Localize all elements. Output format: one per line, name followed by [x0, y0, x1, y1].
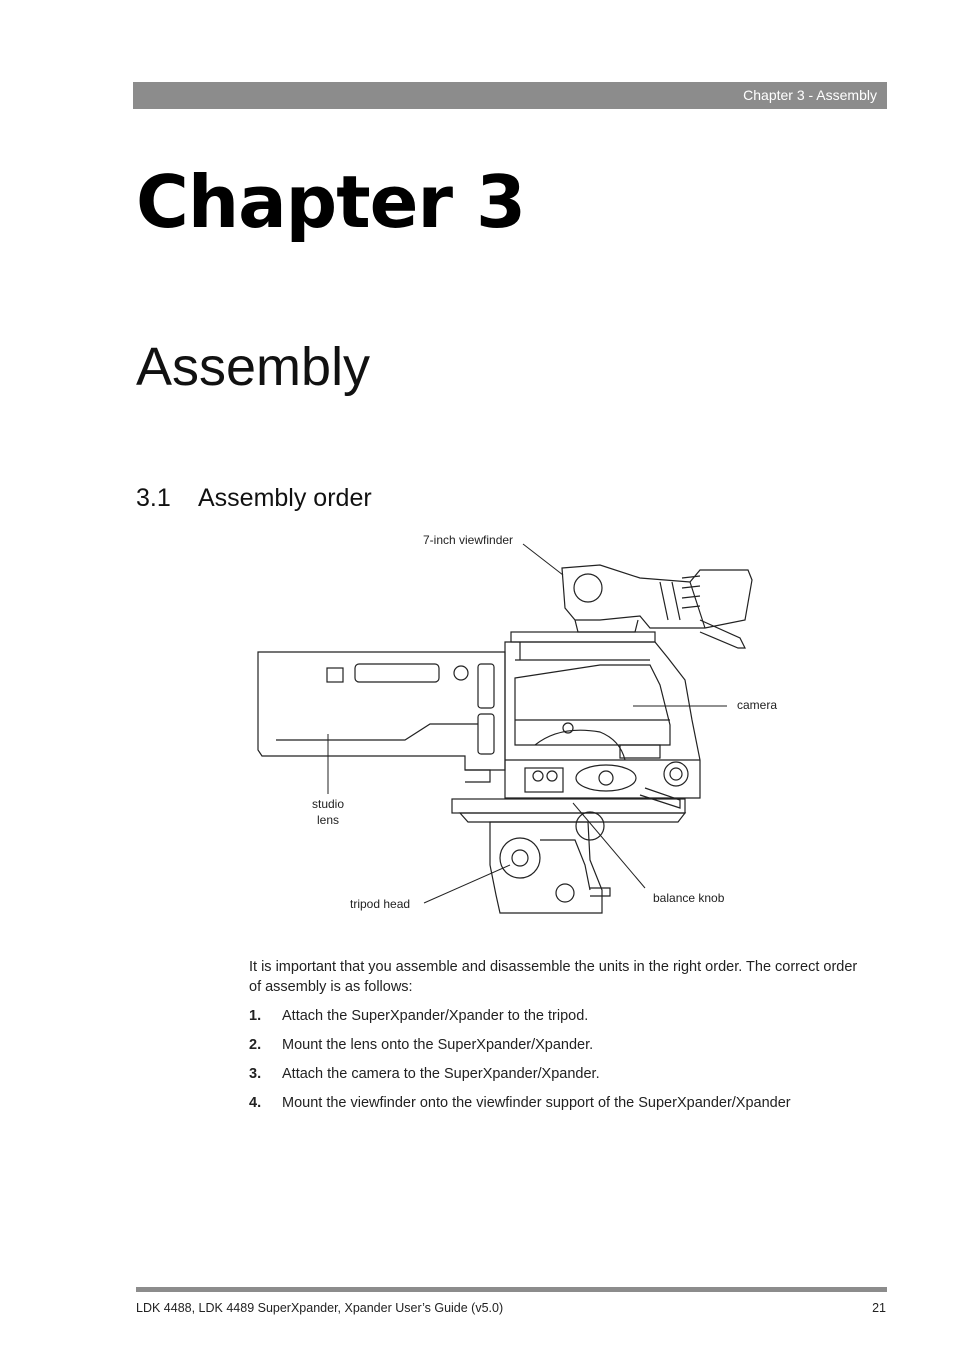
- viewfinder-illustration: [561, 564, 753, 649]
- tripod-head-illustration: [489, 821, 611, 914]
- step-text: Attach the SuperXpander/Xpander to the t…: [282, 1008, 589, 1024]
- running-header: Chapter 3 - Assembly: [133, 82, 887, 109]
- step-text: Attach the camera to the SuperXpander/Xp…: [282, 1066, 600, 1082]
- step-number: 1.: [249, 1008, 262, 1024]
- running-header-title: Chapter 3 - Assembly: [743, 87, 877, 103]
- step-number: 4.: [249, 1095, 262, 1111]
- label-camera: camera: [737, 698, 778, 712]
- footer-doc-title: LDK 4488, LDK 4489 SuperXpander, Xpander…: [136, 1301, 504, 1315]
- step-number: 3.: [249, 1066, 262, 1082]
- list-item: 1. Attach the SuperXpander/Xpander to the…: [249, 1006, 869, 1035]
- section-title: Assembly: [136, 337, 371, 397]
- step-text: Mount the viewfinder onto the viewfinder…: [282, 1095, 791, 1111]
- list-item: 4. Mount the viewfinder onto the viewfind…: [249, 1093, 869, 1122]
- assembly-steps-list: 1. Attach the SuperXpander/Xpander to the…: [249, 1006, 869, 1122]
- studio-lens-illustration: [257, 651, 506, 783]
- chapter-title: Chapter 3: [136, 160, 526, 244]
- callout-lines: [327, 543, 727, 904]
- subsection-title: Assembly order: [198, 484, 372, 512]
- camera-assembly-illustration: [257, 543, 753, 914]
- subsection-heading: 3.1 Assembly order: [136, 484, 372, 513]
- subsection-number: 3.1: [136, 484, 171, 512]
- step-number: 2.: [249, 1037, 262, 1053]
- list-item: 2. Mount the lens onto the SuperXpander/X…: [249, 1035, 869, 1064]
- support-frame-illustration: [504, 631, 701, 809]
- label-tripod-head: tripod head: [350, 897, 411, 911]
- footer-page-number: 21: [872, 1301, 886, 1315]
- label-studio-lens-line1: studio: [311, 797, 345, 811]
- camera-body-illustration: [514, 664, 671, 761]
- base-plate-illustration: [451, 798, 687, 841]
- footer-rule: [136, 1287, 887, 1292]
- label-studio-lens: studio lens: [306, 796, 350, 828]
- intro-paragraph: It is important that you assemble and di…: [249, 959, 858, 995]
- label-viewfinder: 7-inch viewfinder: [423, 533, 514, 547]
- camera-assembly-figure: 7-inch viewfinder camera studio lens tri…: [0, 520, 954, 940]
- label-studio-lens-line2: lens: [316, 813, 339, 827]
- step-text: Mount the lens onto the SuperXpander/Xpa…: [282, 1037, 594, 1053]
- label-balance-knob: balance knob: [653, 891, 725, 905]
- list-item: 3. Attach the camera to the SuperXpander/…: [249, 1064, 869, 1093]
